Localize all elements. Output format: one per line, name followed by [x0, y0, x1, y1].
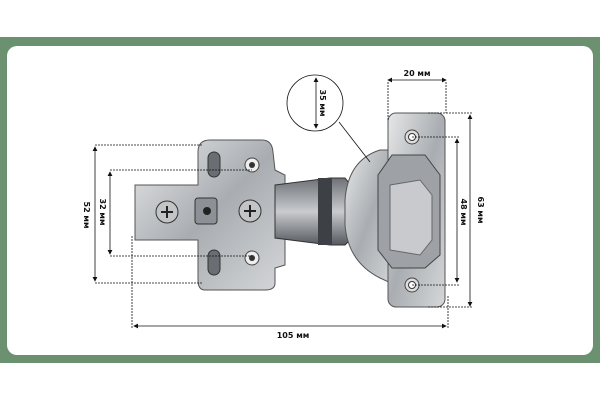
cup-diameter-label: 35 мм — [318, 90, 327, 117]
base-height-label: 52 мм — [82, 202, 91, 229]
hinge-arm — [274, 177, 356, 246]
base-hole-spacing-label: 32 мм — [98, 199, 107, 226]
plate-hole-spacing-label: 48 мм — [459, 199, 468, 226]
total-length-label: 105 мм — [277, 331, 310, 340]
plate-height-label: 63 мм — [476, 197, 485, 224]
hinge-image — [134, 112, 446, 308]
dimension-lines — [92, 74, 473, 329]
plate-width-label: 20 мм — [404, 69, 431, 78]
